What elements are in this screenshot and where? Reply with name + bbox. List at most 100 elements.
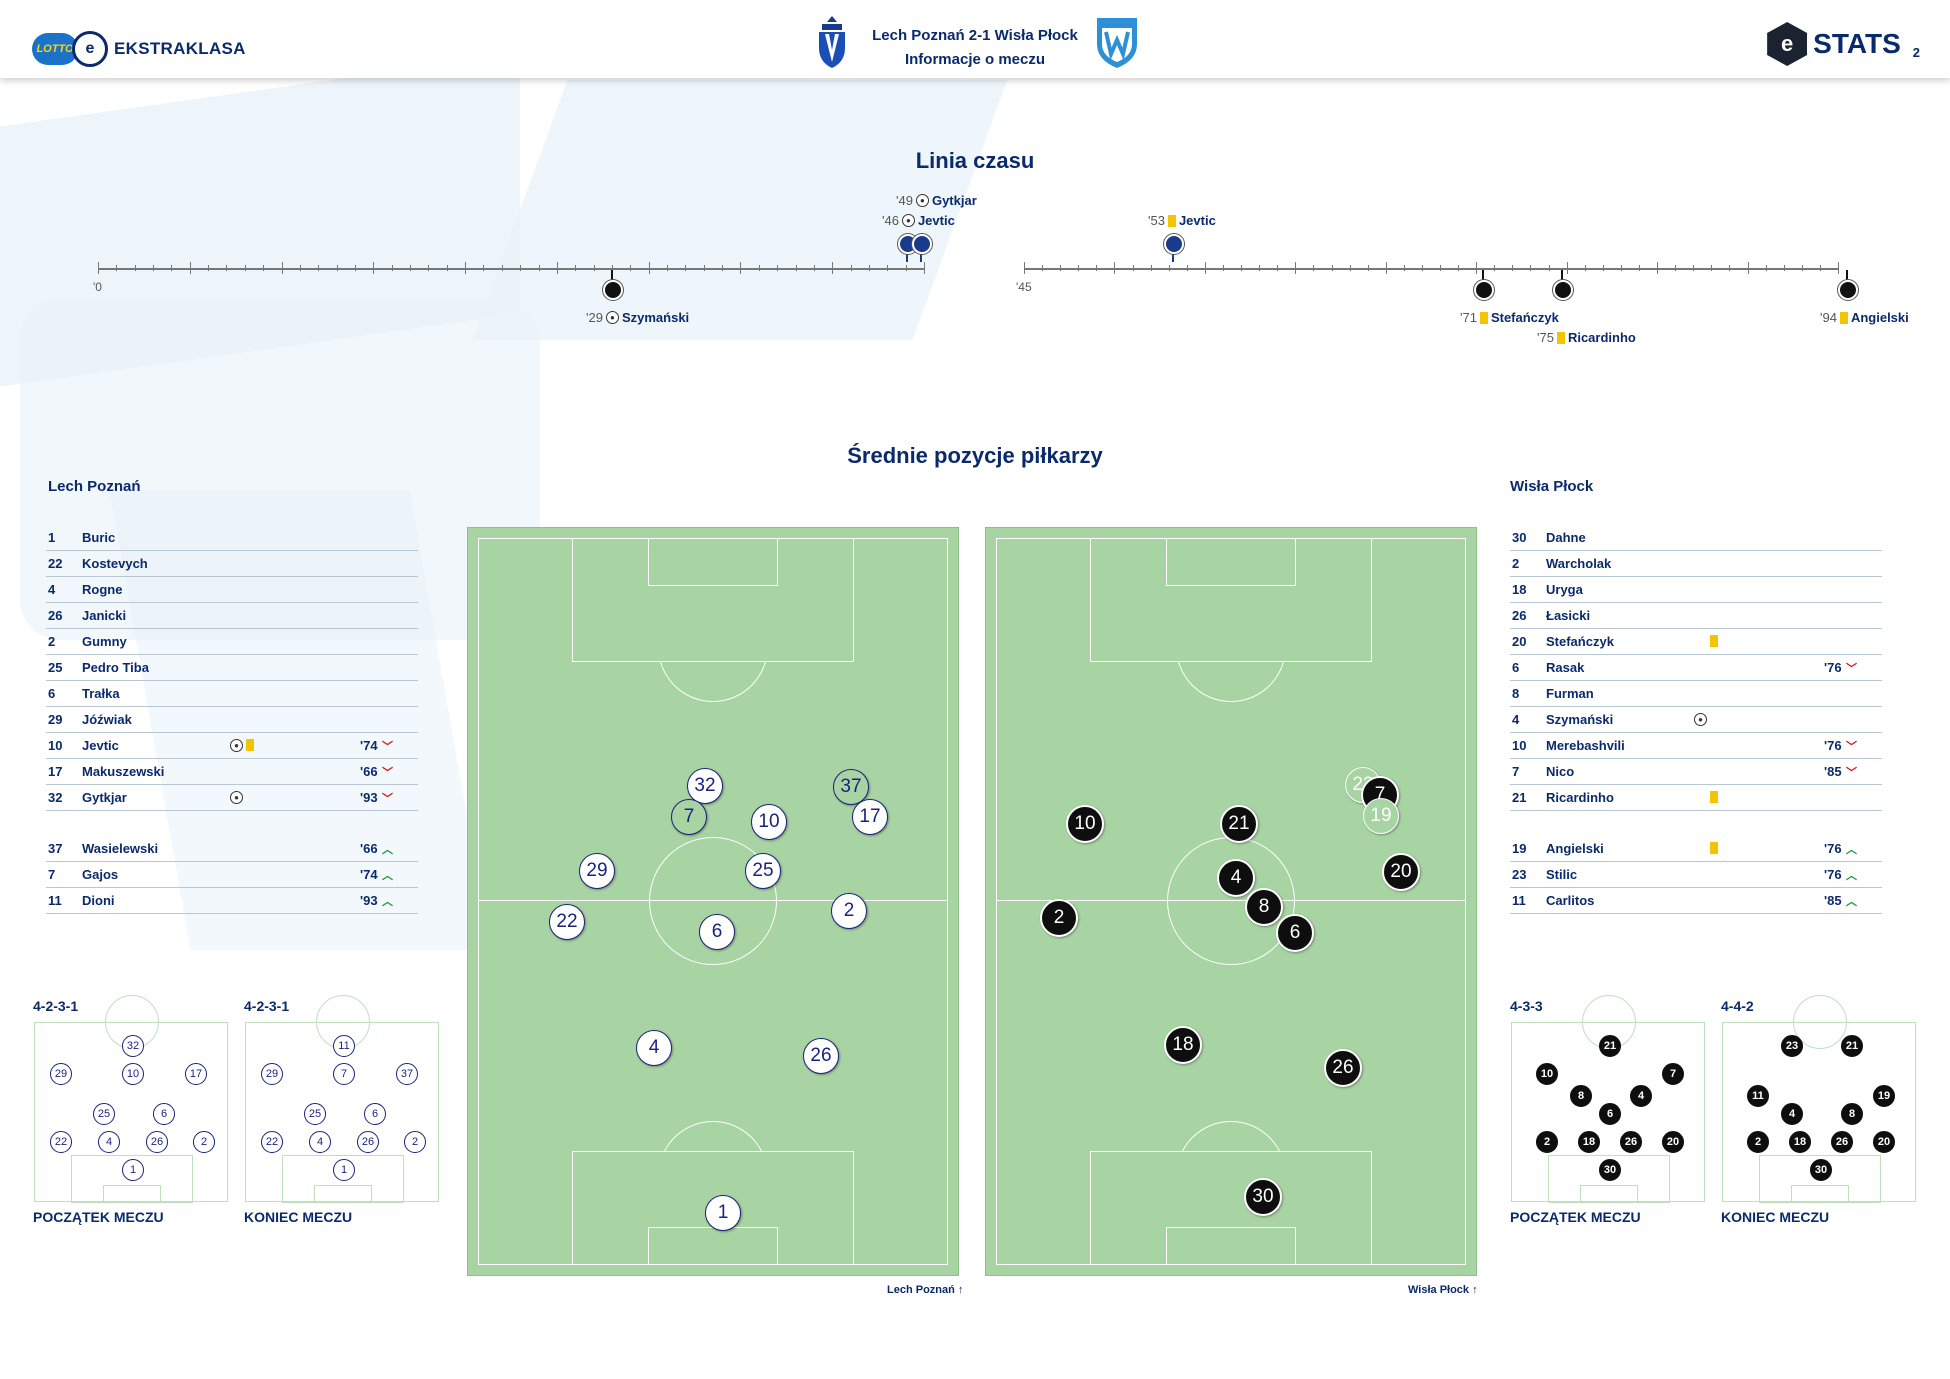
player-position-token[interactable]: 26 (1324, 1049, 1362, 1087)
player-position-token[interactable]: 17 (852, 799, 888, 835)
timeline-tick (1186, 265, 1188, 271)
player-number: 4 (1512, 712, 1520, 727)
event-minute: '94 (1820, 310, 1837, 325)
home-caption-end: KONIEC MECZU (244, 1209, 353, 1225)
direction-arrow-icon: ↑ (957, 1284, 964, 1296)
player-position-token[interactable]: 19 (1363, 798, 1399, 834)
timeline-tick (1385, 262, 1387, 274)
player-position-token[interactable]: 30 (1244, 1178, 1282, 1216)
player-name: Pedro Tiba (82, 660, 149, 675)
sub-minute: '85 (1824, 893, 1842, 908)
card-pin-icon[interactable] (1553, 280, 1573, 300)
timeline-tick (354, 265, 356, 271)
ball-icon: ● (1694, 713, 1707, 726)
timeline-tick (428, 265, 430, 271)
player-position-token[interactable]: 25 (745, 853, 781, 889)
card-pin-icon[interactable] (1838, 280, 1858, 300)
card-pin-icon[interactable] (1164, 234, 1184, 254)
formation-player-token: 23 (1781, 1035, 1803, 1057)
away-pitch: 237191021420286182630 (985, 527, 1477, 1276)
goal-pin-icon[interactable] (912, 234, 932, 254)
ekstrastats-logo[interactable]: e STATS 2 (1767, 22, 1920, 66)
match-subtitle: Informacje o meczu (904, 51, 1046, 68)
timeline-tick (1838, 262, 1839, 274)
player-position-token[interactable]: 6 (1276, 914, 1314, 952)
timeline-event: '71 Stefańczyk (1460, 310, 1559, 325)
player-position-token[interactable]: 32 (687, 768, 723, 804)
timeline-tick (1421, 265, 1423, 271)
player-position-token[interactable]: 20 (1382, 853, 1420, 891)
player-position-token[interactable]: 37 (833, 769, 869, 805)
player-position-token[interactable]: 26 (803, 1038, 839, 1074)
player-position-token[interactable]: 2 (831, 893, 867, 929)
formation-player-token: 26 (1620, 1131, 1642, 1153)
player-position-token[interactable]: 29 (579, 853, 615, 889)
player-name: Rasak (1546, 660, 1585, 675)
timeline-tick (556, 262, 558, 274)
player-name: Nico (1546, 764, 1575, 779)
timeline-tick (1222, 265, 1224, 271)
timeline-tick (1765, 265, 1767, 271)
player-position-token[interactable]: 4 (1217, 859, 1255, 897)
timeline-tick (189, 262, 191, 274)
timeline-tick (1403, 265, 1405, 271)
timeline-tick (208, 265, 210, 271)
player-position-token[interactable]: 6 (699, 914, 735, 950)
player-position-token[interactable]: 18 (1164, 1026, 1202, 1064)
timeline-event: '29 ● Szymański (586, 310, 689, 325)
formation-player-token: 2 (404, 1131, 426, 1153)
timeline-tick (1711, 265, 1713, 271)
player-position-token[interactable]: 4 (636, 1030, 672, 1066)
event-player: Jevtic (1178, 213, 1216, 228)
sub-minute: '76 (1824, 841, 1842, 856)
ekstraklasa-logo[interactable]: LOTTO e EKSTRAKLASA (32, 30, 246, 68)
card-pin-icon[interactable] (1474, 280, 1494, 300)
timeline-tick (887, 265, 889, 271)
player-position-token[interactable]: 2 (1040, 899, 1078, 937)
player-position-token[interactable]: 8 (1245, 888, 1283, 926)
player-position-token[interactable]: 10 (1066, 805, 1104, 843)
player-position-token[interactable]: 22 (549, 904, 585, 940)
timeline-tick (1042, 265, 1044, 271)
goal-pin-icon[interactable] (603, 280, 623, 300)
player-position-token[interactable]: 7 (671, 799, 707, 835)
formation-player-token: 22 (261, 1131, 283, 1153)
away-formation-end: 4-4-2 (1721, 998, 1754, 1014)
player-position-token[interactable]: 21 (1220, 805, 1258, 843)
timeline-tick (758, 265, 760, 271)
timeline-tick (1602, 265, 1604, 271)
player-position-token[interactable]: 1 (705, 1195, 741, 1231)
event-minute: '49 (896, 193, 913, 208)
player-position-token[interactable]: 10 (751, 804, 787, 840)
event-player: Jevtic (917, 213, 955, 228)
